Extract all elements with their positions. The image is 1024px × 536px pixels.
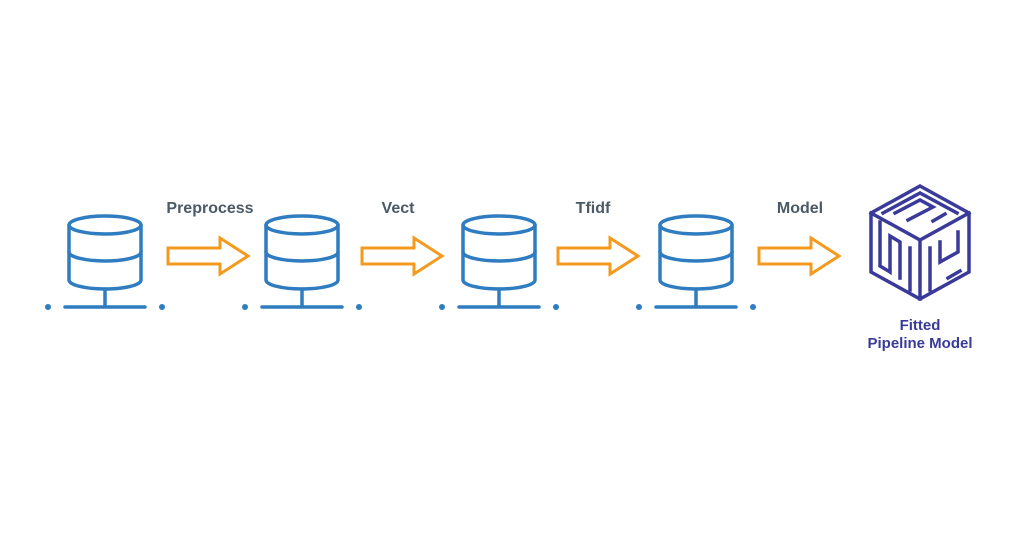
database-icon: [439, 214, 559, 310]
database-icon: [242, 214, 362, 310]
arrow-right-icon: [757, 235, 842, 277]
output-label-line2: Pipeline Model: [867, 335, 972, 352]
step-label-model: Model: [777, 200, 823, 217]
pipeline-cube-icon: [868, 184, 972, 301]
step-label-tfidf: Tfidf: [576, 200, 611, 217]
step-label-preprocess: Preprocess: [166, 200, 253, 217]
database-icon: [636, 214, 756, 310]
arrow-right-icon: [166, 235, 251, 277]
database-icon: [45, 214, 165, 310]
step-label-vect: Vect: [382, 200, 416, 217]
arrow-right-icon: [360, 235, 445, 277]
arrow-right-icon: [556, 235, 641, 277]
output-label-line1: Fitted: [900, 317, 941, 334]
